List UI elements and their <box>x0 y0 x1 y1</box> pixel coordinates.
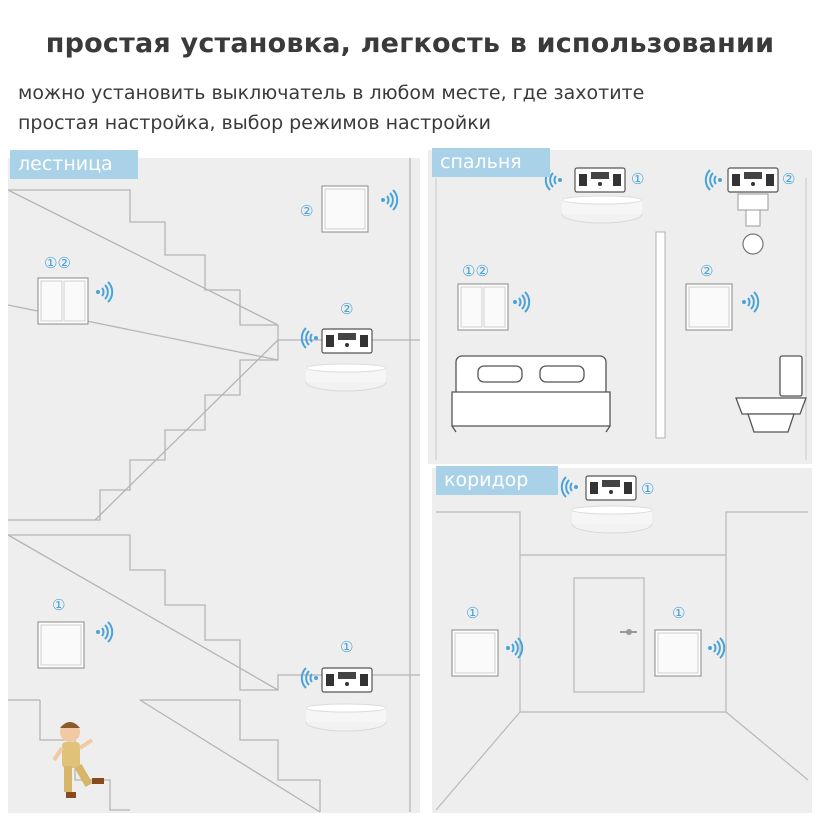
marker-1: ① <box>641 480 655 498</box>
marker-2: ② <box>300 202 314 220</box>
subtitle-line-1: можно установить выключатель в любом мес… <box>18 82 645 104</box>
stairs-panel <box>7 158 420 813</box>
room-tag-stairs: лестница <box>10 150 138 179</box>
marker-1: ① <box>52 596 66 614</box>
marker-1-2: ①② <box>462 262 489 280</box>
page-title: простая установка, легкость в использова… <box>45 28 775 59</box>
subtitle-line-2: простая настройка, выбор режимов настрой… <box>18 112 492 134</box>
room-tag-bedroom: спальня <box>432 148 550 177</box>
marker-2: ② <box>340 300 354 318</box>
marker-1-2: ①② <box>44 254 71 272</box>
bedroom-panel <box>428 150 812 464</box>
marker-1: ① <box>340 638 354 656</box>
marker-1: ① <box>672 604 686 622</box>
corridor-panel <box>432 468 812 813</box>
marker-2: ② <box>782 170 796 188</box>
room-tag-corridor: коридор <box>436 466 558 495</box>
marker-1: ① <box>466 604 480 622</box>
child-figure <box>52 722 104 798</box>
marker-1: ① <box>631 170 645 188</box>
marker-2: ② <box>700 262 714 280</box>
